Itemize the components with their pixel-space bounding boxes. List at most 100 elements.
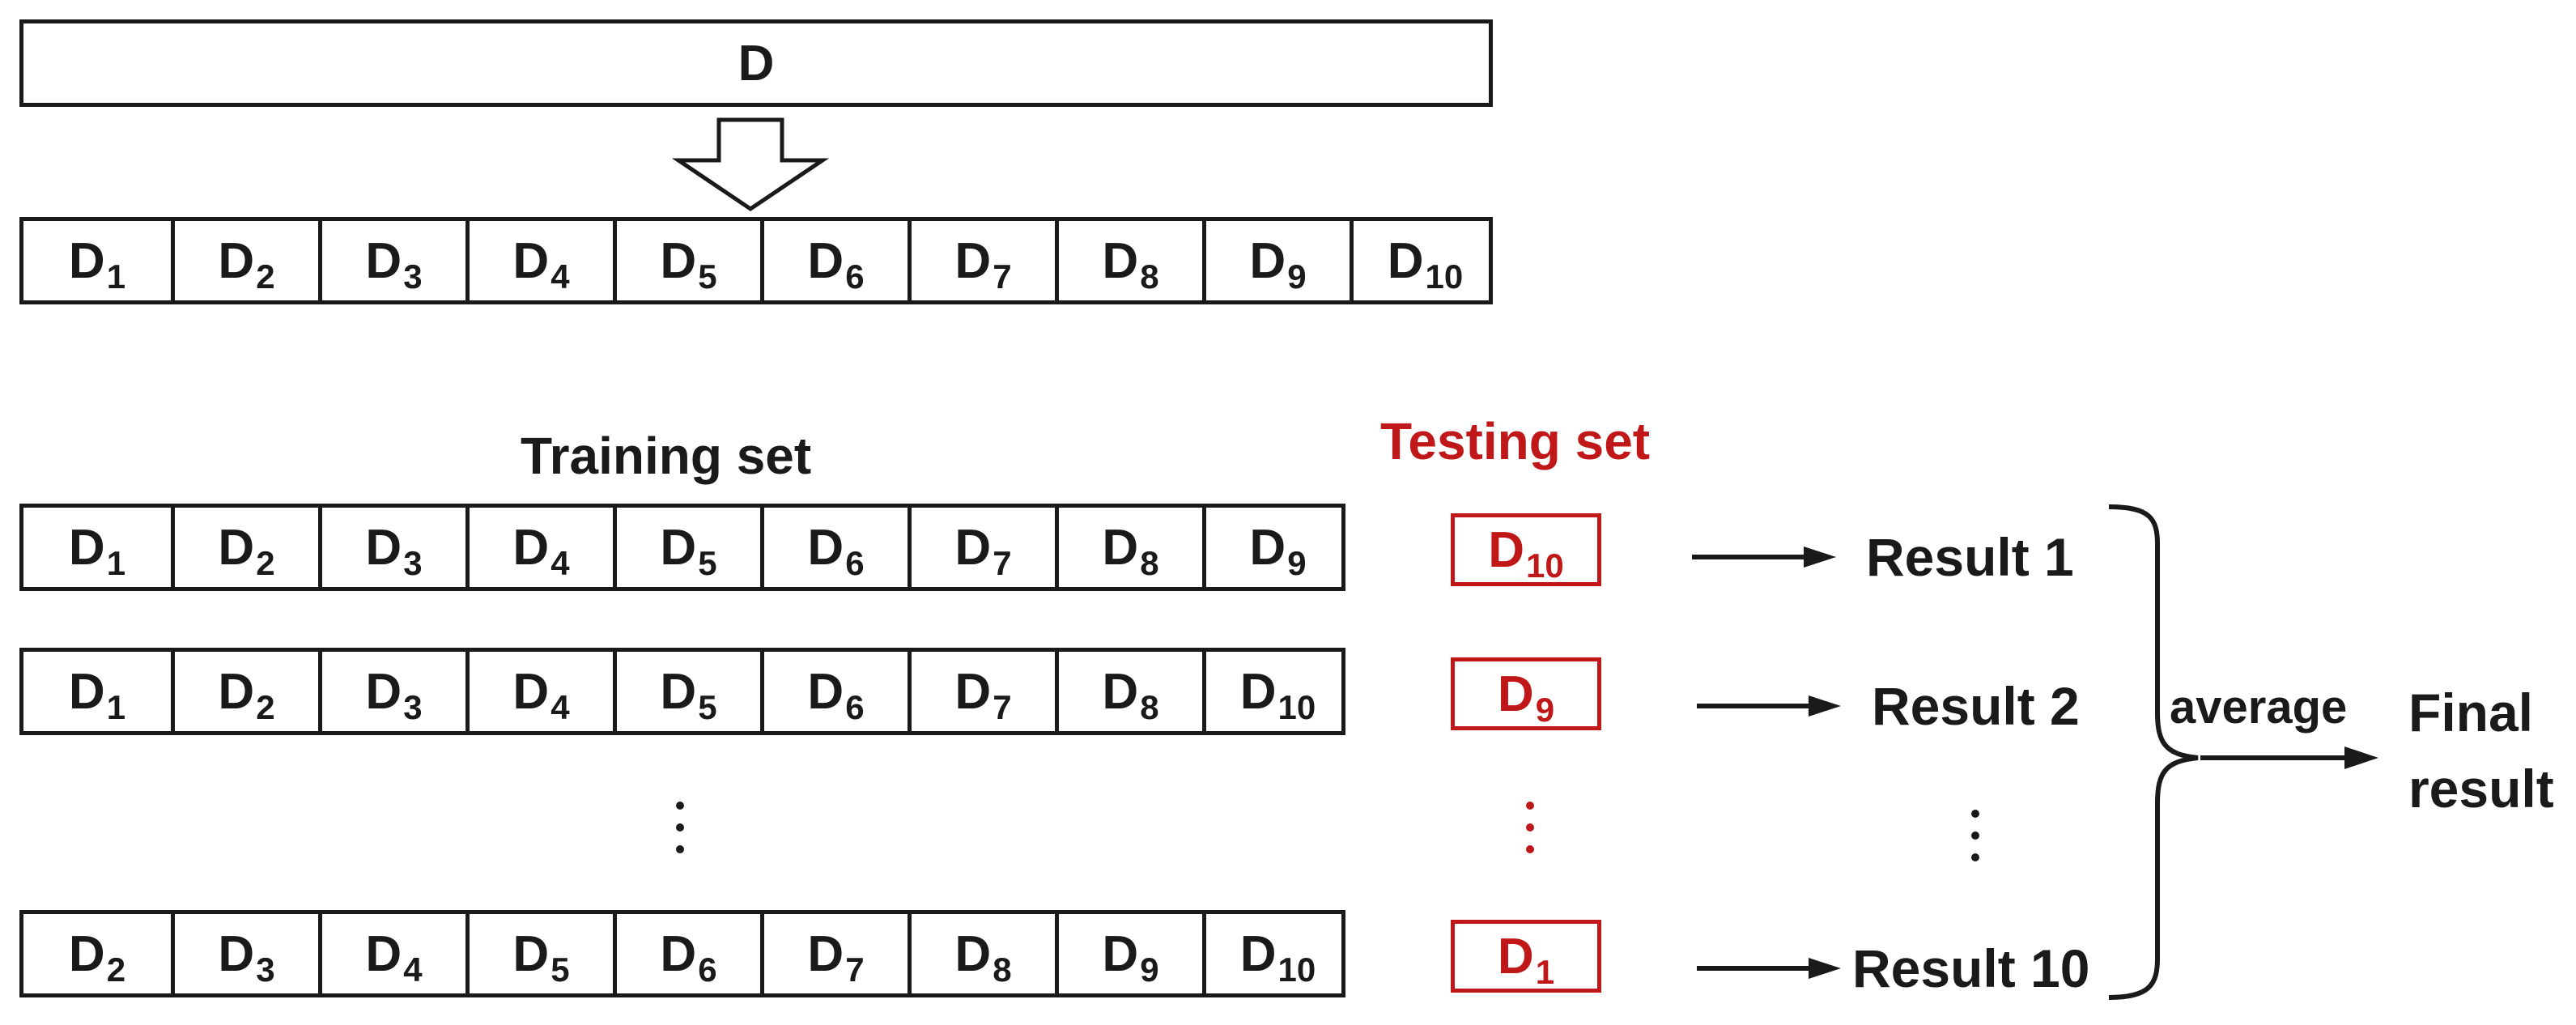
fold-cell-base: D — [660, 663, 697, 720]
fold-cell-base: D — [954, 232, 992, 289]
fold-cell-base: D — [1102, 232, 1139, 289]
fold-cell-subscript: 8 — [1140, 257, 1159, 296]
result-label: Result 2 — [1872, 676, 2080, 736]
fold-cell-subscript: 2 — [106, 951, 126, 989]
fold-cell-base: D — [1387, 232, 1424, 289]
testing-set-header: Testing set — [1380, 412, 1651, 470]
testing-cell-subscript: 10 — [1526, 547, 1564, 585]
fold-cell-base: D — [1239, 925, 1277, 982]
fold-cell-subscript: 7 — [993, 544, 1012, 582]
fold-cell-subscript: 5 — [698, 544, 717, 582]
fold-cell-base: D — [512, 519, 550, 576]
fold-cell-subscript: 4 — [550, 688, 570, 726]
fold-cell-subscript: 7 — [845, 951, 865, 989]
fold-cell-subscript: 9 — [1287, 257, 1307, 296]
fold-cell-subscript: 9 — [1140, 951, 1159, 989]
fold-cell-subscript: 6 — [845, 257, 865, 296]
fold-cell-subscript: 10 — [1277, 951, 1316, 989]
testing-cell-base: D — [1497, 666, 1534, 722]
fold-cell-subscript: 3 — [256, 951, 275, 989]
fold-cell-base: D — [365, 232, 402, 289]
split-arrow-icon — [671, 117, 830, 212]
fold-cell-subscript: 2 — [256, 688, 275, 726]
fold-cell-base: D — [954, 663, 992, 720]
fold-cell-subscript: 7 — [993, 257, 1012, 296]
fold-cell-subscript: 5 — [550, 951, 570, 989]
fold-cell-subscript: 3 — [403, 257, 423, 296]
result-arrow-icon — [1804, 547, 1836, 568]
fold-cell-base: D — [68, 519, 105, 576]
average-label: average — [2170, 681, 2348, 734]
final-arrow-icon — [2344, 746, 2378, 769]
fold-cell-base: D — [1102, 663, 1139, 720]
fold-cell-base: D — [660, 519, 697, 576]
fold-cell-subscript: 4 — [403, 951, 423, 989]
result-label: Result 1 — [1866, 527, 2074, 587]
fold-cell-subscript: 9 — [1287, 544, 1307, 582]
fold-cell-subscript: 2 — [256, 257, 275, 296]
fold-cell-base: D — [68, 232, 105, 289]
fold-cell-base: D — [954, 925, 992, 982]
fold-cell-base: D — [660, 232, 697, 289]
result-arrow-icon — [1809, 695, 1841, 717]
fold-cell-subscript: 7 — [993, 688, 1012, 726]
fold-cell-base: D — [1102, 519, 1139, 576]
fold-cell-subscript: 4 — [550, 544, 570, 582]
fold-cell-base: D — [365, 519, 402, 576]
fold-cell-subscript: 6 — [698, 951, 717, 989]
fold-cell-base: D — [1102, 925, 1139, 982]
fold-cell-base: D — [807, 663, 844, 720]
fold-cell-subscript: 5 — [698, 688, 717, 726]
fold-cell-base: D — [1249, 519, 1286, 576]
testing-cell-subscript: 9 — [1535, 691, 1555, 729]
testing-cell-base: D — [1488, 521, 1525, 578]
fold-cell-base: D — [218, 519, 255, 576]
fold-cell-base: D — [365, 663, 402, 720]
fold-cell-base: D — [218, 925, 255, 982]
fold-cell-base: D — [807, 925, 844, 982]
fold-cell-base: D — [218, 232, 255, 289]
testing-ellipsis — [1526, 802, 1534, 853]
result-label: Result 10 — [1852, 938, 2090, 998]
fold-cell-base: D — [365, 925, 402, 982]
curly-brace-icon — [2108, 504, 2199, 1000]
fold-cell-subscript: 1 — [106, 257, 126, 296]
testing-cell-base: D — [1497, 928, 1534, 985]
fold-cell-subscript: 1 — [106, 688, 126, 726]
fold-cell-subscript: 5 — [698, 257, 717, 296]
fold-cell-subscript: 8 — [1140, 544, 1159, 582]
full-dataset-label: D — [738, 35, 775, 91]
fold-cell-base: D — [954, 519, 992, 576]
fold-cell-base: D — [68, 663, 105, 720]
fold-cell-subscript: 6 — [845, 544, 865, 582]
